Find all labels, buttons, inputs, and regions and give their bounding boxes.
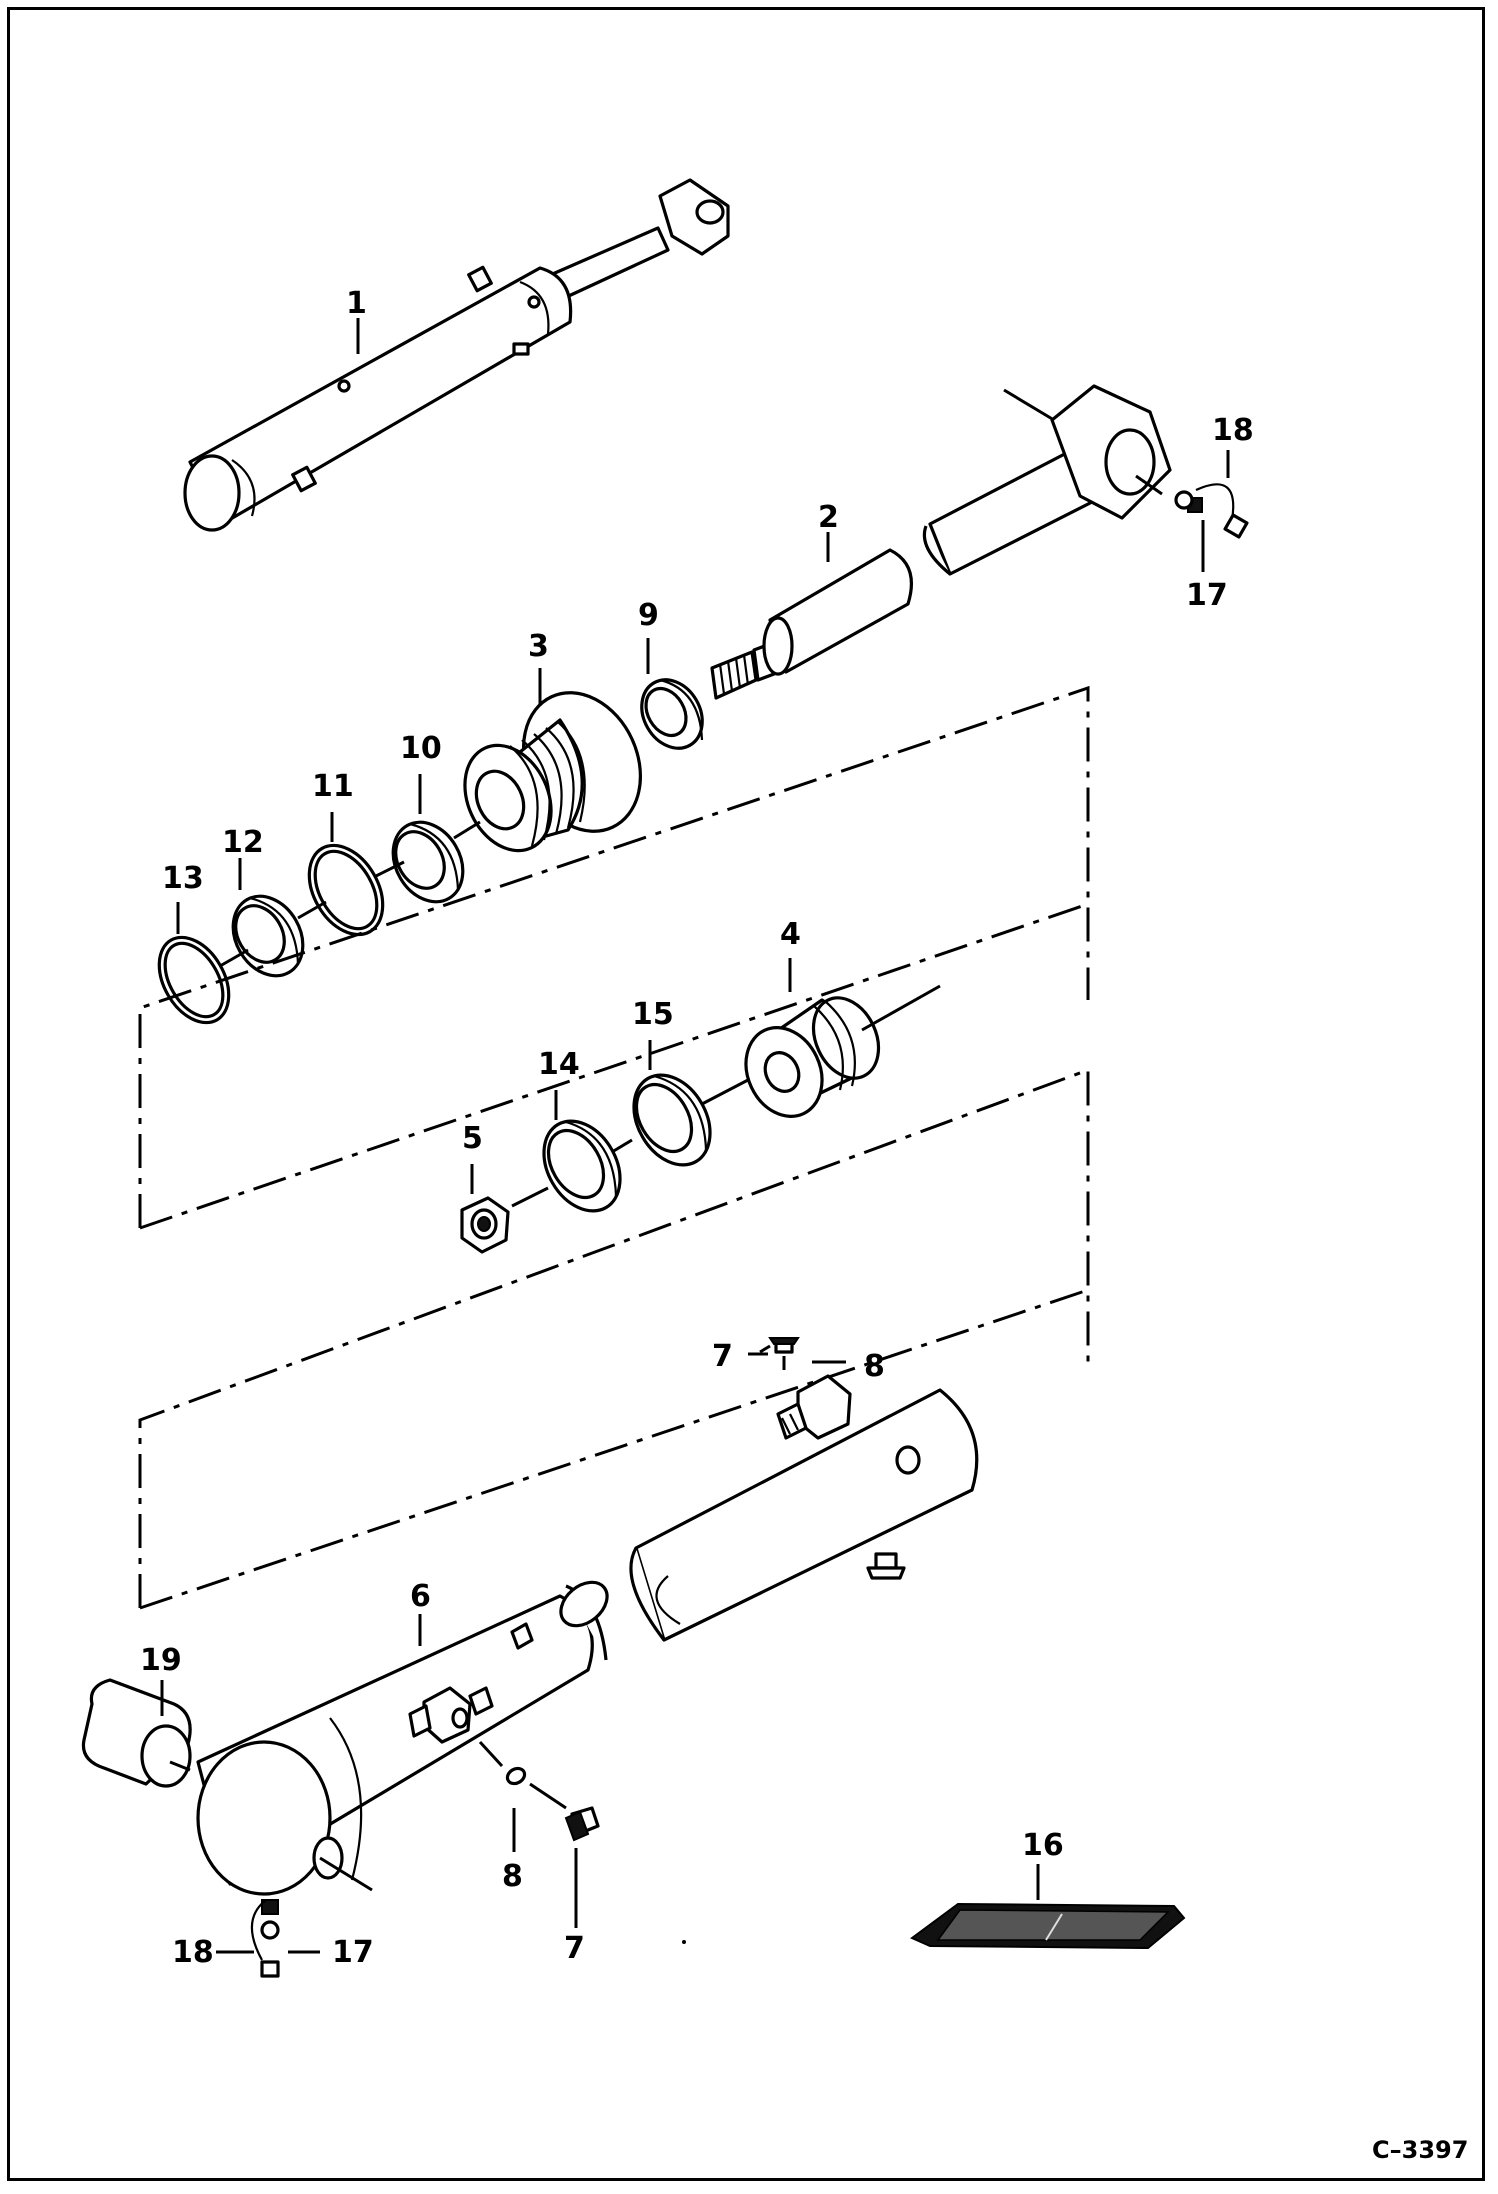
part-11-o-ring bbox=[307, 843, 385, 937]
part-6-barrel-far bbox=[629, 1374, 979, 1642]
part-2-rod bbox=[710, 384, 1172, 700]
callout-5: 5 bbox=[462, 1121, 483, 1156]
callout-7-top: 7 bbox=[712, 1339, 733, 1374]
part-4-piston bbox=[744, 996, 881, 1118]
part-3-head-gland bbox=[463, 691, 643, 853]
part-15-piston-seal bbox=[632, 1073, 712, 1167]
part-6-barrel-near bbox=[196, 1580, 609, 1978]
callout-13: 13 bbox=[162, 861, 204, 896]
callout-14: 14 bbox=[538, 1047, 580, 1082]
callout-8-bottom: 8 bbox=[502, 1859, 523, 1894]
callout-7-bottom: 7 bbox=[564, 1931, 585, 1966]
callout-11: 11 bbox=[312, 769, 354, 804]
reference-code: C–3397 bbox=[1372, 2136, 1468, 2164]
callout-19: 19 bbox=[140, 1643, 182, 1678]
part-16-seal-kit bbox=[910, 1902, 1186, 1950]
callout-2: 2 bbox=[818, 500, 839, 535]
part-8-7-bottom bbox=[478, 1740, 600, 1842]
part-13-o-ring bbox=[157, 935, 231, 1025]
callout-6: 6 bbox=[410, 1579, 431, 1614]
part-1-cylinder-assembly bbox=[183, 178, 730, 532]
callout-9: 9 bbox=[638, 598, 659, 633]
callout-17-top: 17 bbox=[1186, 578, 1228, 613]
callout-15: 15 bbox=[632, 997, 674, 1032]
callout-12: 12 bbox=[222, 825, 264, 860]
callout-10: 10 bbox=[400, 731, 442, 766]
callout-18-bottom: 18 bbox=[172, 1935, 214, 1970]
callout-3: 3 bbox=[528, 629, 549, 664]
callout-16: 16 bbox=[1022, 1828, 1064, 1863]
callout-4: 4 bbox=[780, 917, 801, 952]
part-9-wiper-seal bbox=[640, 678, 704, 750]
callout-17-bottom: 17 bbox=[332, 1935, 374, 1970]
part-7-8-top-plug bbox=[759, 1337, 800, 1370]
part-5-nut bbox=[460, 1196, 510, 1254]
part-14-wear-ring bbox=[542, 1119, 622, 1213]
part-19-cap bbox=[81, 1678, 192, 1788]
part-17-18-top-fitting bbox=[1174, 483, 1249, 539]
part-12-seal bbox=[231, 894, 305, 978]
part-10-rod-seal bbox=[391, 820, 465, 904]
callout-18-top: 18 bbox=[1212, 413, 1254, 448]
callout-8-top: 8 bbox=[864, 1349, 885, 1384]
drawing-border bbox=[7, 7, 1485, 2181]
callout-1: 1 bbox=[346, 286, 367, 321]
